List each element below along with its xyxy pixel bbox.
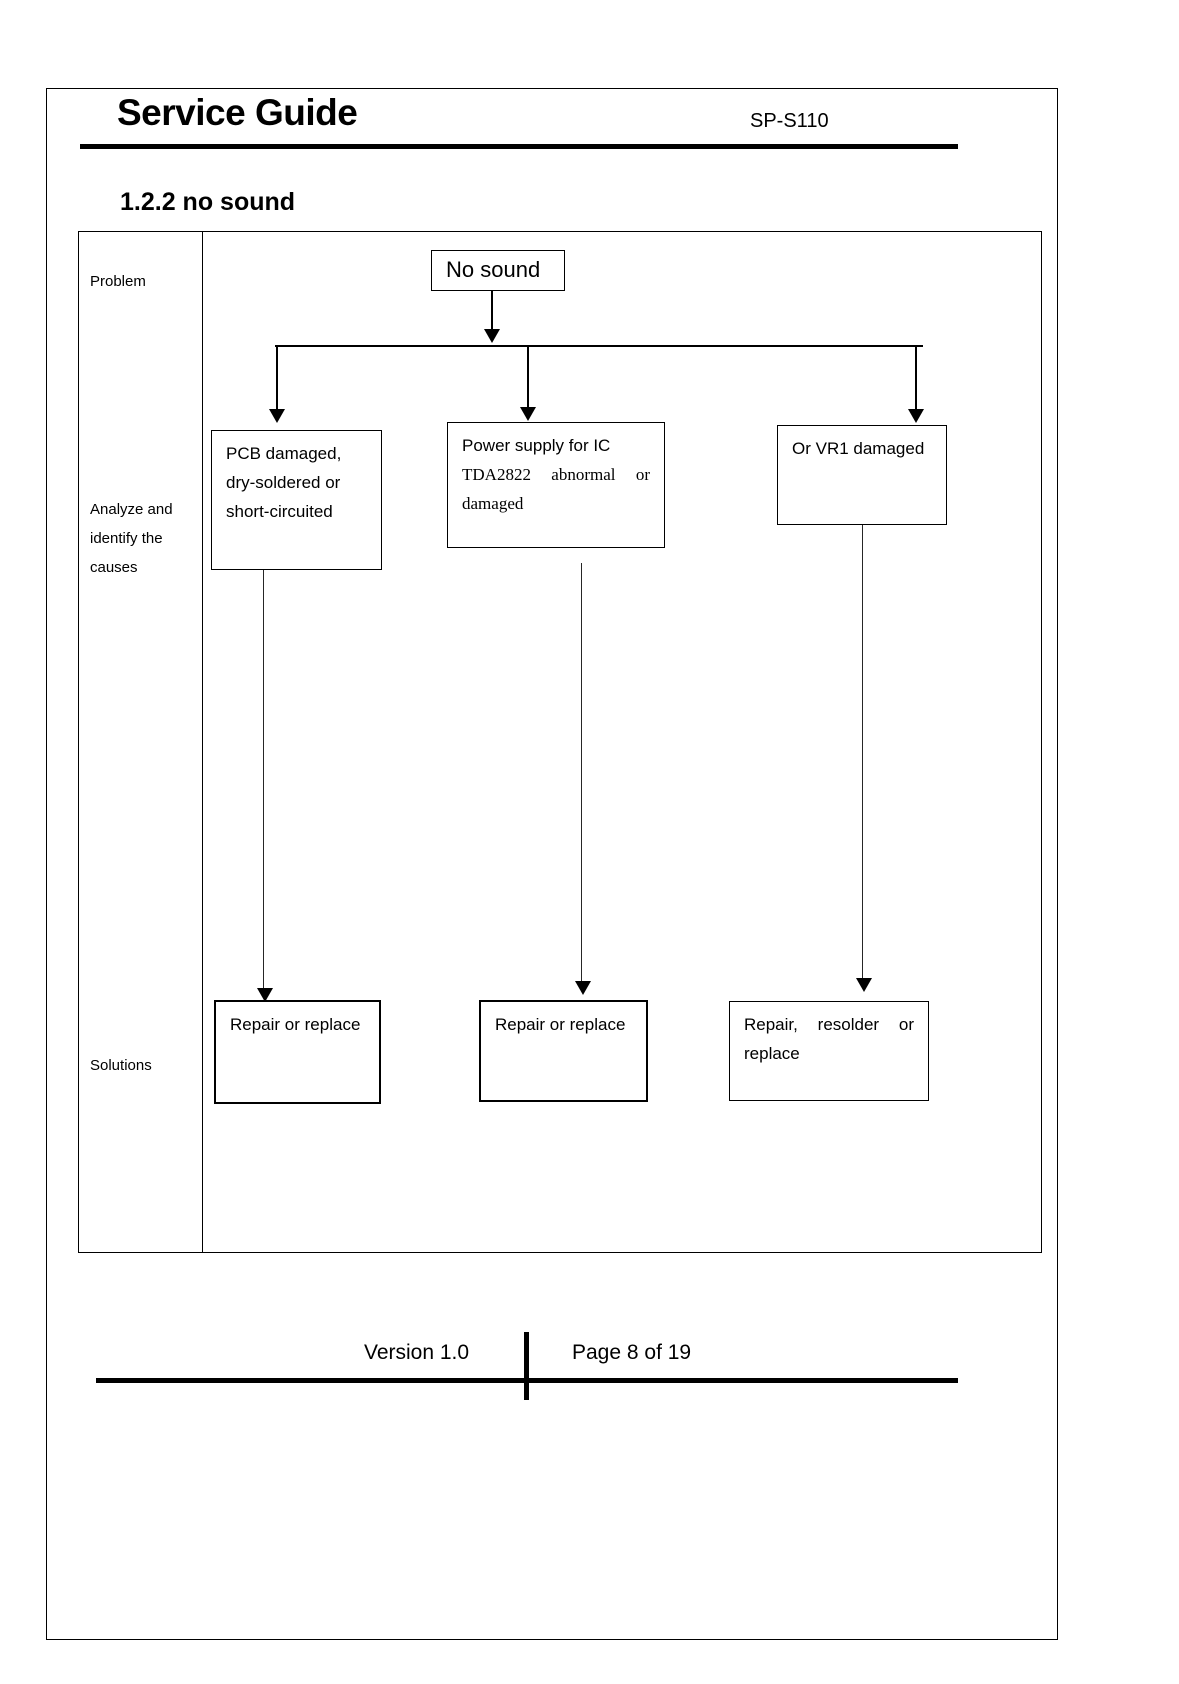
flow-node-label-line-2: TDA2822 abnormal or damaged xyxy=(462,465,650,513)
stage-label-problem: Problem xyxy=(90,273,146,290)
flow-node-cause-power-supply: Power supply for IC TDA2822 abnormal or … xyxy=(447,422,665,548)
table-column-divider xyxy=(202,232,203,1252)
arrowhead-solution-right xyxy=(856,978,872,992)
flow-node-solution-3: Repair, resolder or replace xyxy=(729,1001,929,1101)
arrowhead-solution-left xyxy=(257,988,273,1002)
stage-label-analyze: Analyze and identify the causes xyxy=(90,501,173,576)
arrowhead-solution-middle xyxy=(575,981,591,995)
flow-node-solution-2: Repair or replace xyxy=(479,1000,648,1102)
page-border xyxy=(46,88,1058,1640)
model-number: SP-S110 xyxy=(750,110,829,132)
flow-node-label: PCB damaged, dry-soldered or short-circu… xyxy=(226,444,342,521)
flow-node-cause-pcb: PCB damaged, dry-soldered or short-circu… xyxy=(211,430,382,570)
page-title: Service Guide xyxy=(117,92,358,133)
connector-solution-middle xyxy=(581,563,583,983)
footer-version: Version 1.0 xyxy=(364,1341,470,1364)
flow-node-no-sound: No sound xyxy=(431,250,565,291)
flowchart-table: Problem Analyze and identify the causes … xyxy=(78,231,1042,1253)
flow-node-label-line-1: Power supply for IC xyxy=(462,436,611,455)
connector-root-stem xyxy=(491,291,493,329)
flow-node-label: Repair, resolder or replace xyxy=(744,1015,914,1063)
flow-node-label: No sound xyxy=(446,257,541,282)
connector-branch-left xyxy=(276,345,278,415)
flow-node-cause-vr1: Or VR1 damaged xyxy=(777,425,947,525)
arrowhead-root xyxy=(484,329,500,343)
section-heading: 1.2.2 no sound xyxy=(120,188,296,216)
arrowhead-branch-right xyxy=(908,409,924,423)
flow-node-solution-1: Repair or replace xyxy=(214,1000,381,1104)
arrowhead-branch-left xyxy=(269,409,285,423)
stage-label-solutions: Solutions xyxy=(90,1057,152,1074)
flow-node-label: Or VR1 damaged xyxy=(792,439,925,458)
arrowhead-branch-middle xyxy=(520,407,536,421)
header-divider xyxy=(80,144,958,149)
document-header: Service Guide SP-S110 xyxy=(80,92,958,152)
connector-branch-middle xyxy=(527,345,529,413)
connector-solution-right xyxy=(862,525,864,980)
flow-node-label: Repair or replace xyxy=(230,1015,361,1034)
footer-separator xyxy=(524,1332,529,1400)
flow-node-label: Repair or replace xyxy=(495,1015,626,1034)
footer-page-number: Page 8 of 19 xyxy=(572,1341,692,1364)
connector-branch-right xyxy=(915,345,917,415)
connector-distribution-bar xyxy=(275,345,923,347)
footer-divider xyxy=(96,1378,958,1383)
connector-solution-left xyxy=(263,570,265,990)
